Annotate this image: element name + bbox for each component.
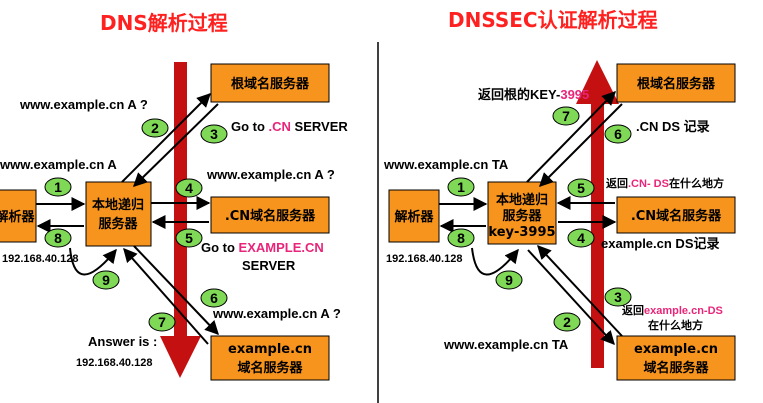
left-query-1: www.example.cn A: [0, 157, 117, 172]
left-local-box: 本地递归 服务器: [85, 181, 152, 247]
right-arrow-step7: [526, 90, 616, 183]
left-step-1: 1: [44, 177, 72, 197]
svg-text:5: 5: [185, 230, 193, 246]
right-cn-ds-record: .CN DS 记录: [636, 119, 710, 134]
svg-text:1: 1: [54, 179, 62, 195]
svg-text:解析器: 解析器: [0, 209, 35, 225]
left-resolver-box: 解析器: [0, 189, 37, 243]
right-local-box: 本地递归 服务器 key-3995: [487, 181, 557, 245]
arrow-step7: [123, 247, 209, 345]
svg-text:8: 8: [457, 230, 465, 246]
right-return-example-ds-line2: 在什么地方: [648, 318, 703, 332]
svg-text:域名服务器: 域名服务器: [643, 360, 709, 376]
svg-text:3: 3: [614, 289, 622, 305]
left-step-8: 8: [44, 228, 72, 248]
svg-text:example.cn: example.cn: [634, 342, 718, 357]
left-local-line1: 本地递归: [92, 197, 144, 213]
left-answer-ip: 192.168.40.128: [76, 357, 152, 369]
left-step-2: 2: [141, 118, 169, 138]
right-local-line1: 本地递归: [496, 192, 548, 208]
arrow-step3: [132, 103, 219, 187]
left-cn-box: .CN域名服务器: [210, 196, 330, 234]
right-example-ds-record: example.cn DS记录: [601, 236, 720, 251]
svg-text:3: 3: [210, 126, 218, 142]
left-step-4: 4: [175, 178, 203, 198]
right-step-7: 7: [552, 106, 580, 126]
svg-text:example.cn: example.cn: [228, 342, 312, 357]
left-step-7: 7: [148, 312, 176, 332]
left-resolver-ip: 192.168.40.128: [2, 253, 78, 265]
left-step-9: 9: [92, 270, 120, 290]
right-root-box: 根域名服务器: [616, 63, 736, 103]
right-arrow-step3: [537, 244, 623, 337]
right-step-1: 1: [447, 177, 475, 197]
right-example-box: example.cn 域名服务器: [616, 335, 736, 381]
right-step-3: 3: [604, 287, 632, 307]
svg-text:7: 7: [158, 314, 166, 330]
svg-text:8: 8: [54, 230, 62, 246]
right-big-arrow: [576, 60, 619, 368]
right-return-example-ds: 返回example.cn-DS: [622, 303, 723, 317]
arrow-step9: [69, 247, 117, 276]
svg-text:解析器: 解析器: [393, 209, 434, 225]
svg-text:域名服务器: 域名服务器: [237, 360, 303, 376]
right-step-8: 8: [447, 228, 475, 248]
svg-text:9: 9: [102, 272, 110, 288]
left-step-6: 6: [200, 288, 228, 308]
left-answer-label: Answer is :: [88, 334, 157, 349]
right-step-2: 2: [553, 312, 581, 332]
right-resolver-ip: 192.168.40.128: [386, 253, 462, 265]
svg-text:5: 5: [577, 180, 585, 196]
right-return-root-key: 返回根的KEY-3995: [478, 87, 589, 102]
left-root-box: 根域名服务器: [210, 63, 330, 103]
right-title: DNSSEC认证解析过程: [448, 8, 658, 32]
right-step-9: 9: [495, 270, 523, 290]
arrow-step2: [121, 93, 211, 183]
left-query-example: www.example.cn A ?: [212, 306, 341, 321]
svg-text:key-3995: key-3995: [488, 225, 555, 240]
right-arrow-step9: [471, 247, 519, 276]
right-return-cn-ds: 返回.CN- DS在什么地方: [606, 176, 724, 190]
right-local-line2: 服务器: [502, 208, 542, 224]
svg-text:根域名服务器: 根域名服务器: [231, 76, 310, 92]
left-goto-cn: Go to .CN SERVER: [231, 119, 348, 134]
arrow-step6: [133, 245, 219, 336]
right-cn-box: .CN域名服务器: [616, 196, 736, 234]
right-query-ta: www.example.cn TA: [383, 157, 509, 172]
svg-text:6: 6: [614, 126, 622, 142]
right-step-5: 5: [567, 178, 595, 198]
right-query-ta-2: www.example.cn TA: [443, 337, 569, 352]
svg-text:.CN域名服务器: .CN域名服务器: [225, 208, 316, 224]
svg-text:4: 4: [577, 230, 585, 246]
left-big-arrow: [160, 62, 201, 378]
right-arrow-step2: [527, 249, 615, 346]
svg-text:1: 1: [457, 179, 465, 195]
right-resolver-box: 解析器: [388, 189, 440, 243]
left-step-3: 3: [200, 124, 228, 144]
svg-text:7: 7: [562, 108, 570, 124]
svg-text:2: 2: [151, 120, 159, 136]
svg-text:2: 2: [563, 314, 571, 330]
left-step-5: 5: [175, 228, 203, 248]
left-query-root: www.example.cn A ?: [19, 97, 148, 112]
left-query-cn: www.example.cn A ?: [206, 167, 335, 182]
left-example-box: example.cn 域名服务器: [210, 335, 330, 381]
svg-text:根域名服务器: 根域名服务器: [637, 76, 716, 92]
svg-text:.CN域名服务器: .CN域名服务器: [631, 208, 722, 224]
left-goto-example: Go to EXAMPLE.CN: [201, 240, 324, 255]
left-goto-server: SERVER: [242, 258, 296, 273]
right-arrow-step6: [539, 103, 623, 187]
left-title: DNS解析过程: [100, 11, 228, 35]
svg-text:9: 9: [505, 272, 513, 288]
right-step-6: 6: [604, 124, 632, 144]
svg-text:4: 4: [185, 180, 193, 196]
svg-text:6: 6: [210, 290, 218, 306]
right-step-4: 4: [567, 228, 595, 248]
left-local-line2: 服务器: [98, 216, 138, 232]
